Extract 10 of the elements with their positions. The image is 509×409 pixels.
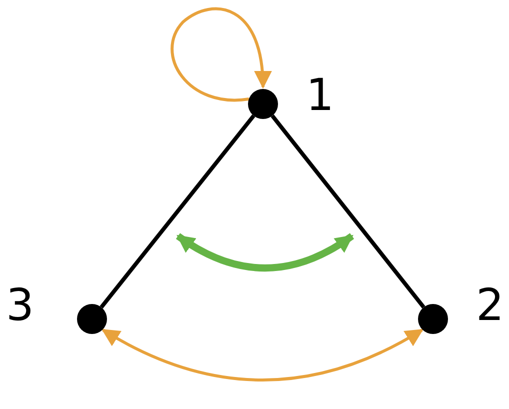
vertex-dot — [418, 304, 448, 334]
line — [100, 114, 256, 308]
self-loop-arrow — [170, 7, 272, 102]
vertex-dot — [248, 89, 278, 119]
vertex-number: 2 — [476, 284, 504, 328]
vertex-number: 3 — [6, 284, 34, 328]
vertex-number: 1 — [306, 74, 334, 118]
vertex-dot — [77, 304, 107, 334]
curved-arrow — [101, 328, 424, 382]
line — [270, 114, 426, 308]
